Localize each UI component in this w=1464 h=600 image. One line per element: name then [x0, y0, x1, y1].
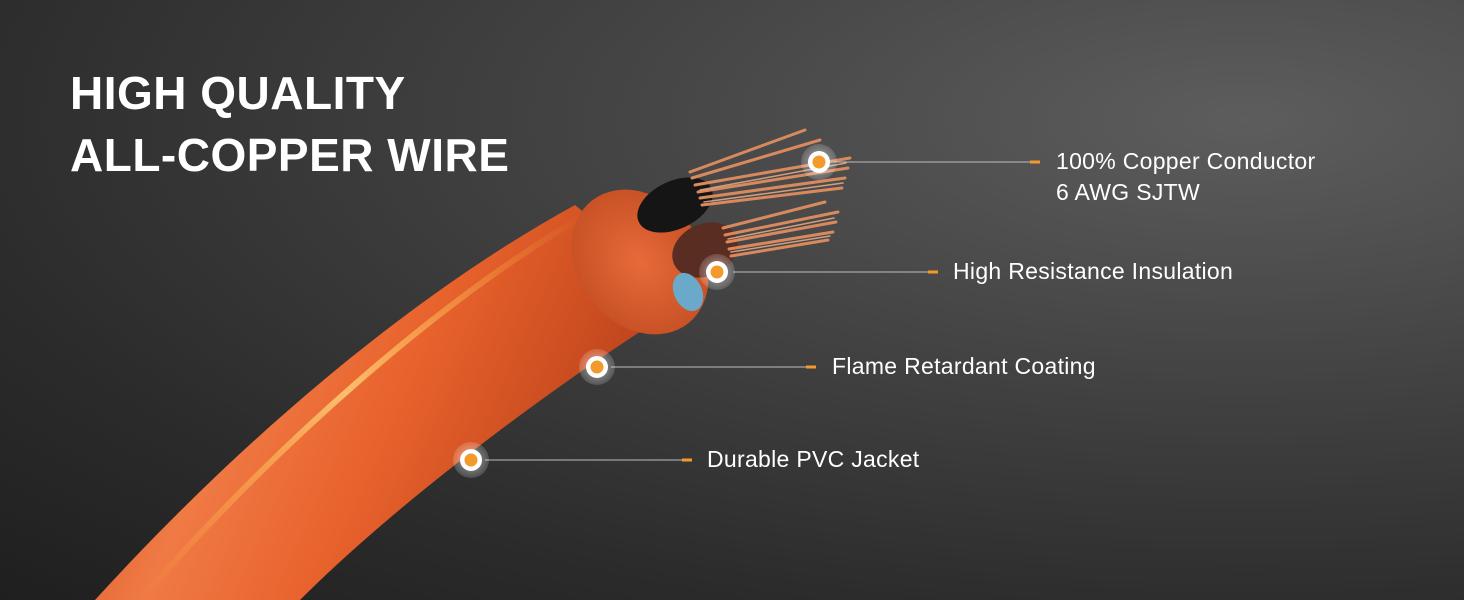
- callout-copper-conductor-line-2: 6 AWG SJTW: [1056, 179, 1200, 205]
- leader-lines: [485, 161, 1030, 461]
- marker-dot-coating: [579, 349, 615, 385]
- callout-copper-conductor: 100% Copper Conductor 6 AWG SJTW: [1056, 146, 1315, 208]
- headline-line-1: HIGH QUALITY: [70, 67, 406, 119]
- callout-jacket: Durable PVC Jacket: [707, 444, 920, 475]
- black-insulation: [637, 177, 713, 233]
- callout-insulation-line-1: High Resistance Insulation: [953, 258, 1234, 284]
- callout-coating: Flame Retardant Coating: [832, 351, 1096, 382]
- headline: HIGH QUALITY ALL-COPPER WIRE: [70, 62, 509, 186]
- marker-dot-conductor: [801, 144, 837, 180]
- blue-insulation: [672, 272, 704, 312]
- callout-jacket-line-1: Durable PVC Jacket: [707, 446, 920, 472]
- jacket-glow: [137, 212, 587, 600]
- copper-strands: [688, 128, 852, 258]
- marker-dot-jacket: [453, 442, 489, 478]
- marker-dot-insulation: [699, 254, 735, 290]
- callout-insulation: High Resistance Insulation: [953, 256, 1233, 287]
- headline-line-2: ALL-COPPER WIRE: [70, 129, 510, 181]
- pvc-jacket: [95, 205, 690, 600]
- callout-copper-conductor-line-1: 100% Copper Conductor: [1056, 148, 1316, 174]
- leader-line-tips: [682, 160, 1040, 462]
- callout-coating-line-1: Flame Retardant Coating: [832, 353, 1096, 379]
